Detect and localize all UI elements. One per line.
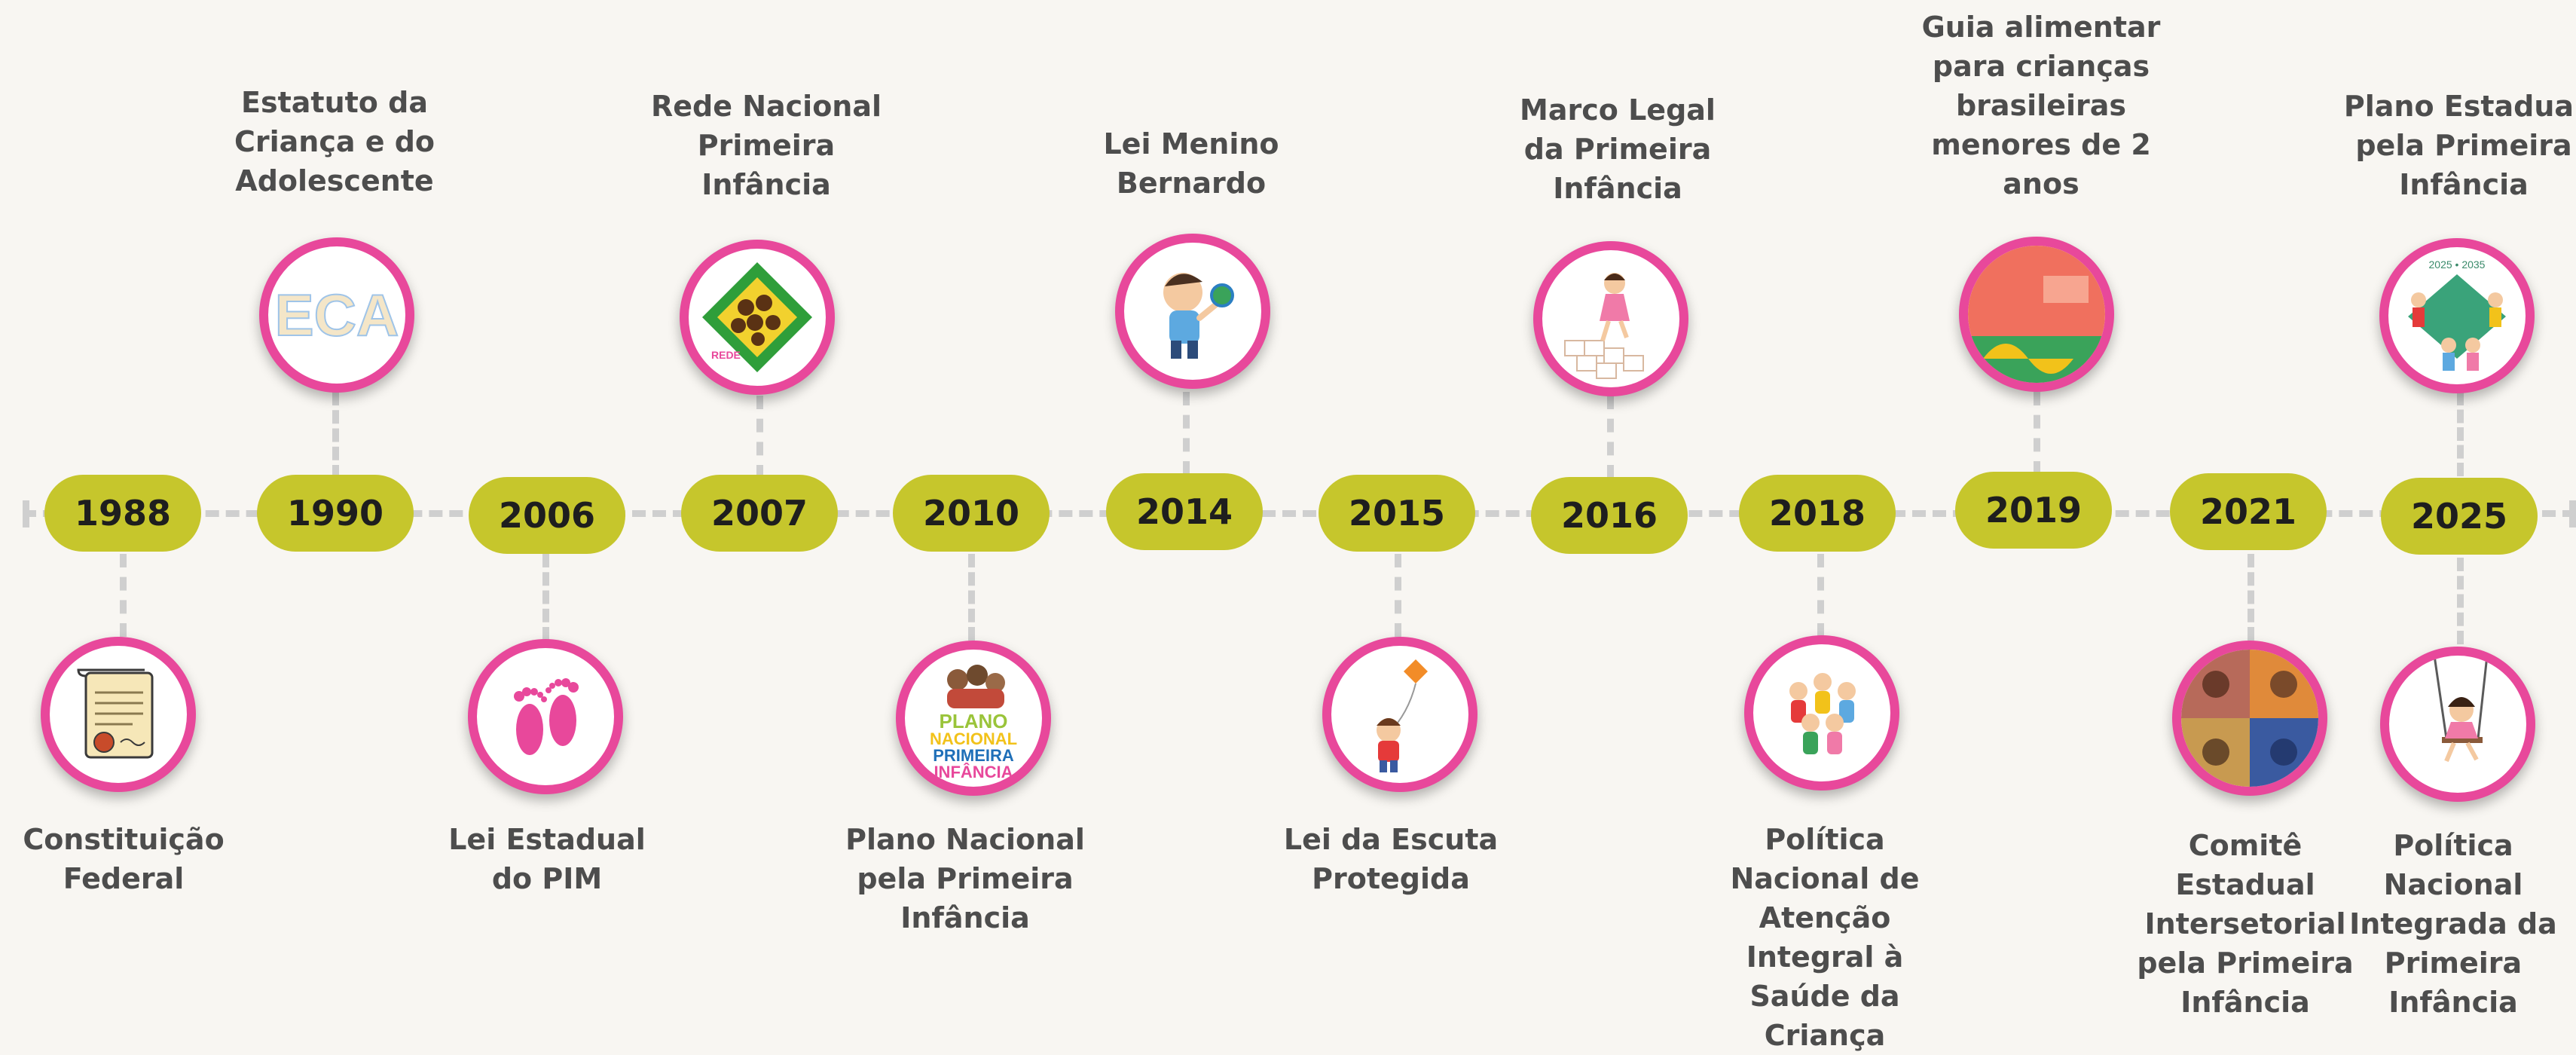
event-image [1744, 635, 1899, 790]
event-image [2380, 647, 2535, 802]
event-label: Comitê Estadual Intersetorial pela Prime… [2137, 829, 2354, 1019]
committee-collage-icon [2181, 650, 2318, 787]
event-image: 2025 • 2035 [2379, 238, 2535, 393]
year-pill: 2021 [2170, 473, 2327, 550]
event-image: REDE [680, 240, 835, 395]
event-label: Rede Nacional Primeira Infância [650, 90, 882, 201]
event-label: Lei da Escuta Protegida [1283, 823, 1499, 895]
svg-text:REDE: REDE [711, 349, 741, 361]
event-image [468, 639, 623, 794]
eca-logo-text: ECA [275, 282, 399, 348]
year-pill: 2025 [2381, 478, 2538, 555]
pnpi-logo-icon: PLANO NACIONAL PRIMEIRA INFÂNCIA [930, 665, 1017, 781]
food-guide-cover-icon [1968, 246, 2105, 383]
event-image: PLANO NACIONAL PRIMEIRA INFÂNCIA [896, 641, 1051, 796]
pnpi-logo-line: PRIMEIRA [933, 746, 1014, 765]
event-label: Lei Menino Bernardo [1103, 127, 1279, 200]
connector [1817, 554, 1824, 637]
event-label: Plano Estadual pela Primeira Infância [2343, 90, 2576, 201]
child-with-kite-icon [1377, 659, 1428, 772]
event-image [1533, 241, 1688, 396]
year-pill: 2019 [1955, 472, 2112, 549]
plan-years-text: 2025 • 2035 [2429, 258, 2486, 271]
axis-end-mark [2569, 500, 2576, 528]
event-label: Constituição Federal [23, 823, 225, 895]
eca-logo-icon: ECA [274, 281, 400, 349]
year-pill: 2006 [469, 477, 625, 554]
connector [2034, 392, 2040, 475]
pnpi-logo-line: NACIONAL [930, 729, 1017, 748]
pnpi-logo-line: PLANO [940, 710, 1008, 732]
scroll-icon [77, 668, 154, 759]
year-pill: 2007 [681, 475, 838, 552]
girl-on-swing-icon [2433, 656, 2489, 763]
boy-with-ball-icon [1163, 273, 1234, 359]
year-pill: 2016 [1531, 477, 1688, 554]
connector [332, 392, 339, 479]
girl-hopscotch-icon [1564, 273, 1644, 379]
year-pill: 1990 [257, 475, 414, 552]
connector [1607, 396, 1614, 479]
connector [2457, 392, 2464, 476]
connector [542, 554, 549, 641]
connector [756, 396, 763, 479]
state-plan-cover-icon: 2025 • 2035 [2408, 258, 2506, 371]
event-label: Estatuto da Criança e do Adolescente [234, 86, 435, 197]
connector [1395, 554, 1401, 637]
year-pill: 2018 [1739, 475, 1896, 552]
connector [968, 554, 975, 641]
year-pill: 1988 [44, 475, 201, 552]
event-image: ECA [259, 237, 414, 393]
year-pill: 2014 [1106, 473, 1263, 550]
event-label: Lei Estadual do PIM [448, 823, 646, 895]
pnpi-logo-line: INFÂNCIA [934, 763, 1013, 781]
connector [2457, 558, 2464, 644]
baby-footprints-icon [514, 678, 579, 755]
event-label: Plano Nacional pela Primeira Infância [845, 823, 1085, 934]
event-label: Guia alimentar para crianças brasileiras… [1921, 11, 2161, 200]
event-label: Política Nacional Integrada da Primeira … [2349, 829, 2557, 1019]
event-image [1115, 234, 1270, 389]
event-label: Política Nacional de Atenção Integral à … [1730, 823, 1920, 1052]
year-pill: 2010 [893, 475, 1050, 552]
children-circle-icon [1789, 673, 1856, 754]
event-image [41, 637, 196, 792]
event-image [1959, 237, 2114, 392]
event-image [2172, 641, 2327, 796]
rnpi-logo-icon: REDE [702, 262, 812, 372]
axis-start-tick [23, 500, 29, 528]
timeline-axis [23, 510, 2576, 517]
event-image [1322, 637, 1477, 792]
connector [1183, 392, 1190, 475]
connector [2248, 554, 2254, 641]
year-pill: 2015 [1319, 475, 1475, 552]
event-label: Marco Legal da Primeira Infância [1520, 93, 1716, 205]
connector [120, 554, 127, 637]
